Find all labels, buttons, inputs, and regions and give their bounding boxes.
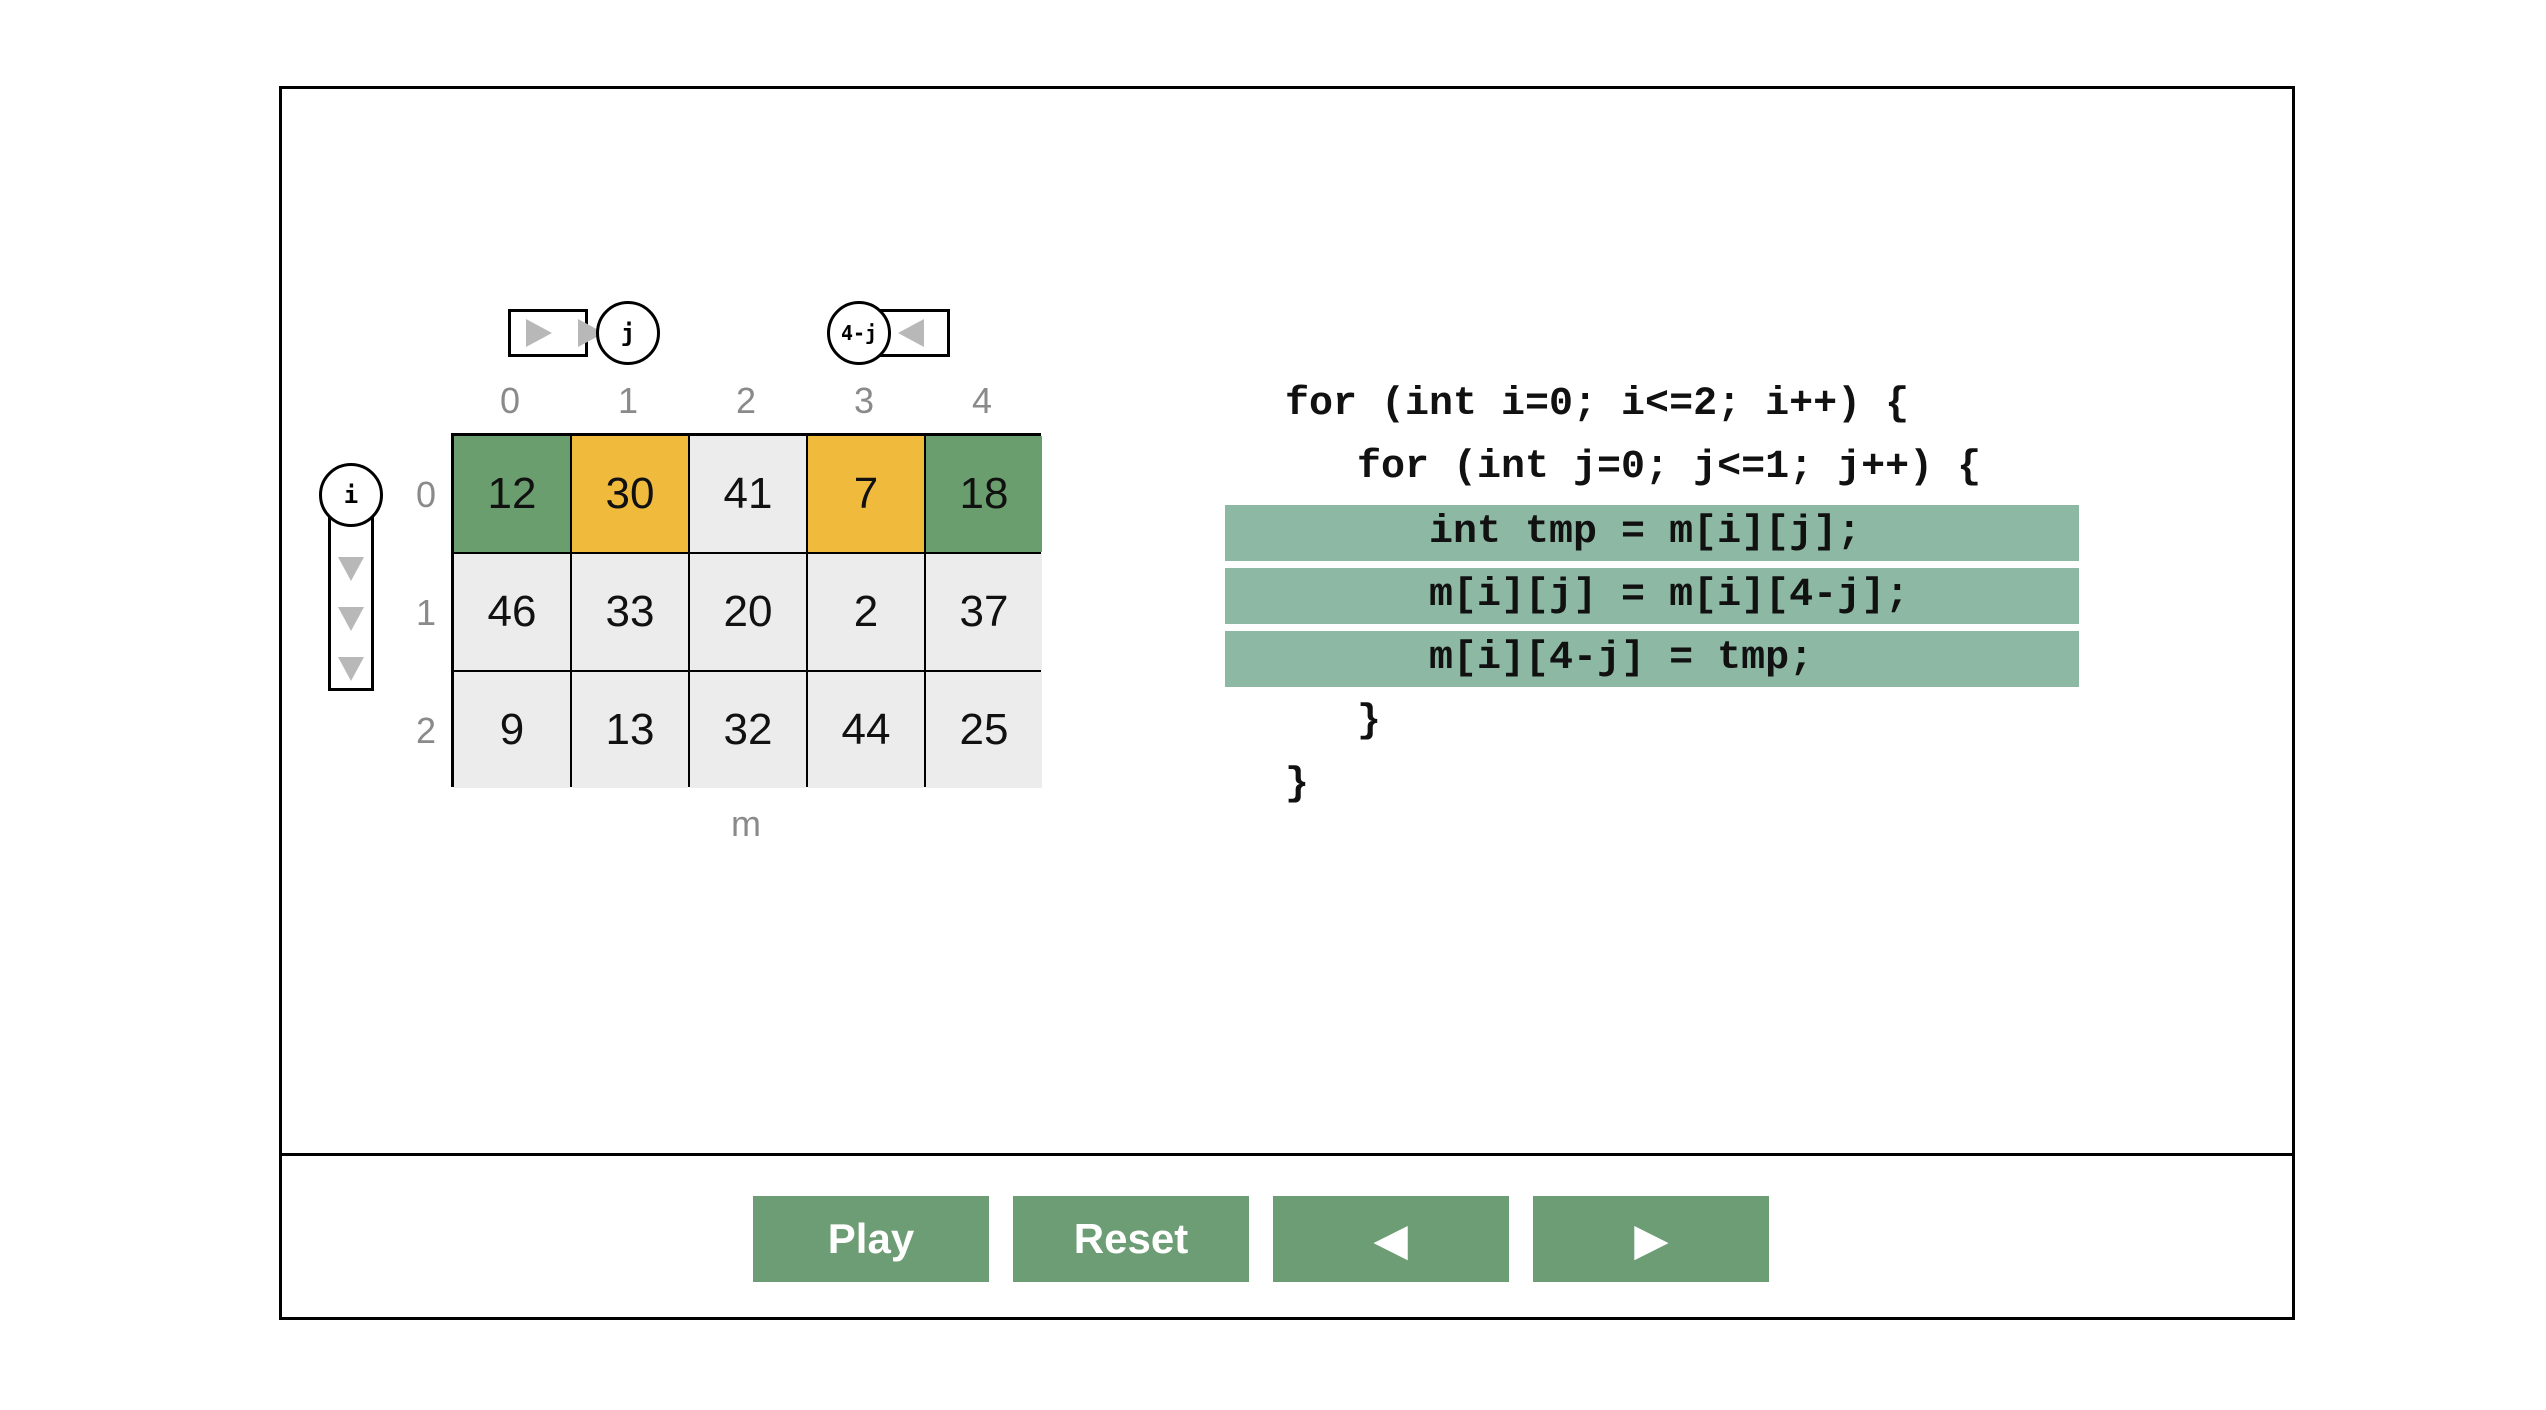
column-label: 1 — [617, 380, 639, 421]
matrix-cell: 12 — [454, 436, 570, 552]
code-highlight — [1225, 568, 2079, 624]
matrix-cell: 46 — [454, 554, 570, 670]
step-forward-button[interactable]: ▶ — [1533, 1196, 1769, 1282]
matrix-cell: 30 — [572, 436, 688, 552]
code-highlight — [1225, 631, 2079, 687]
matrix-cell: 9 — [454, 672, 570, 788]
code-line: for (int i=0; i<=2; i++) { — [1285, 382, 1910, 427]
divider — [282, 1153, 2292, 1156]
step-back-button[interactable]: ◀ — [1273, 1196, 1509, 1282]
matrix-cell: 41 — [690, 436, 806, 552]
row-label: 1 — [415, 592, 437, 633]
down-arrow-icon — [338, 657, 364, 681]
visualization-area: 0 1 2 3 4 0 1 2 12 30 41 7 18 46 33 20 2… — [282, 89, 2292, 1153]
column-label: 4 — [971, 380, 993, 421]
column-label: 2 — [735, 380, 757, 421]
matrix-cell: 32 — [690, 672, 806, 788]
right-arrow-icon — [526, 319, 552, 347]
row-label: 2 — [415, 710, 437, 751]
left-arrow-icon — [898, 319, 924, 347]
down-arrow-icon — [338, 557, 364, 581]
playback-controls: Play Reset ◀ ▶ — [282, 1156, 2292, 1320]
i-pointer: i — [319, 463, 383, 527]
matrix-cell: 13 — [572, 672, 688, 788]
reset-button[interactable]: Reset — [1013, 1196, 1249, 1282]
matrix-cell: 18 — [926, 436, 1042, 552]
matrix-cell: 2 — [808, 554, 924, 670]
code-line: m[i][4-j] = tmp; — [1285, 636, 1814, 681]
visualization-frame: 0 1 2 3 4 0 1 2 12 30 41 7 18 46 33 20 2… — [279, 86, 2295, 1320]
code-line: } — [1285, 699, 1382, 744]
matrix-grid: 12 30 41 7 18 46 33 20 2 37 9 13 32 44 2… — [451, 433, 1042, 788]
matrix-cell: 33 — [572, 554, 688, 670]
reverse-pointer: 4-j — [827, 301, 891, 365]
column-label: 0 — [499, 380, 521, 421]
matrix-cell: 25 — [926, 672, 1042, 788]
column-label: 3 — [853, 380, 875, 421]
row-label: 0 — [415, 474, 437, 515]
code-highlight — [1225, 505, 2079, 561]
matrix-cell: 20 — [690, 554, 806, 670]
j-pointer: j — [596, 301, 660, 365]
code-line: for (int j=0; j<=1; j++) { — [1285, 445, 1982, 490]
play-button[interactable]: Play — [753, 1196, 989, 1282]
down-arrow-icon — [338, 607, 364, 631]
matrix-cell: 37 — [926, 554, 1042, 670]
matrix-caption: m — [731, 803, 761, 844]
matrix-cell: 44 — [808, 672, 924, 788]
j-pointer-track — [508, 309, 588, 357]
code-line: } — [1285, 762, 1310, 807]
matrix-cell: 7 — [808, 436, 924, 552]
code-line: m[i][j] = m[i][4-j]; — [1285, 573, 1910, 618]
code-line: int tmp = m[i][j]; — [1285, 510, 1862, 555]
